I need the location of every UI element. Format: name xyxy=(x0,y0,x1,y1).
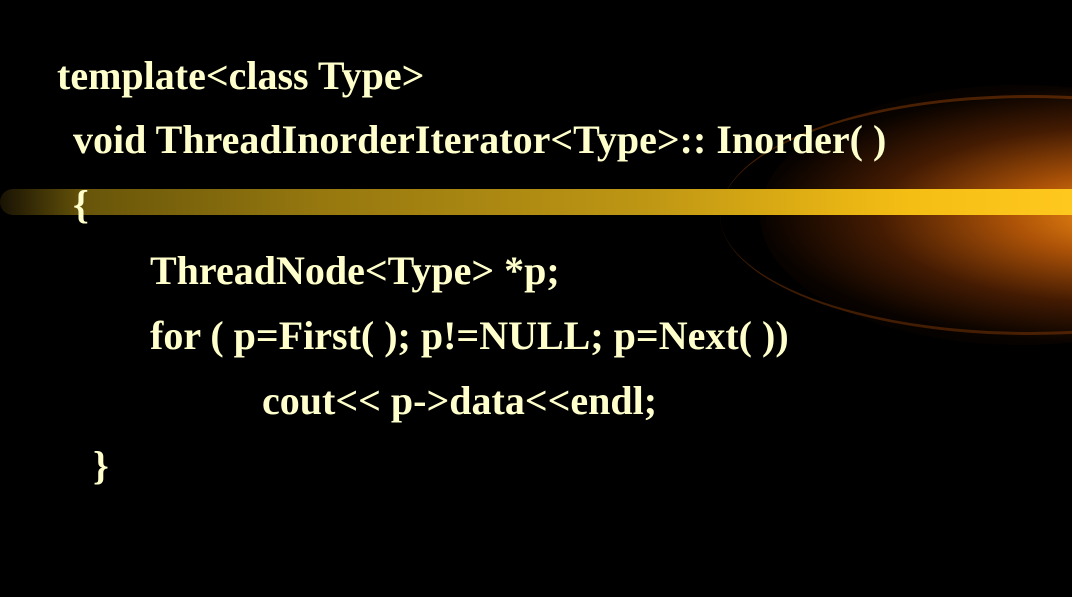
code-line-7: } xyxy=(93,443,109,488)
decorative-bar xyxy=(0,189,1072,215)
code-line-6: cout<< p->data<<endl; xyxy=(262,378,658,423)
code-line-1: template<class Type> xyxy=(57,53,425,98)
code-line-5: for ( p=First( ); p!=NULL; p=Next( )) xyxy=(150,313,789,358)
code-line-2: void ThreadInorderIterator<Type>:: Inord… xyxy=(73,117,887,162)
code-line-4: ThreadNode<Type> *p; xyxy=(150,248,560,293)
code-line-3: { xyxy=(73,182,89,227)
